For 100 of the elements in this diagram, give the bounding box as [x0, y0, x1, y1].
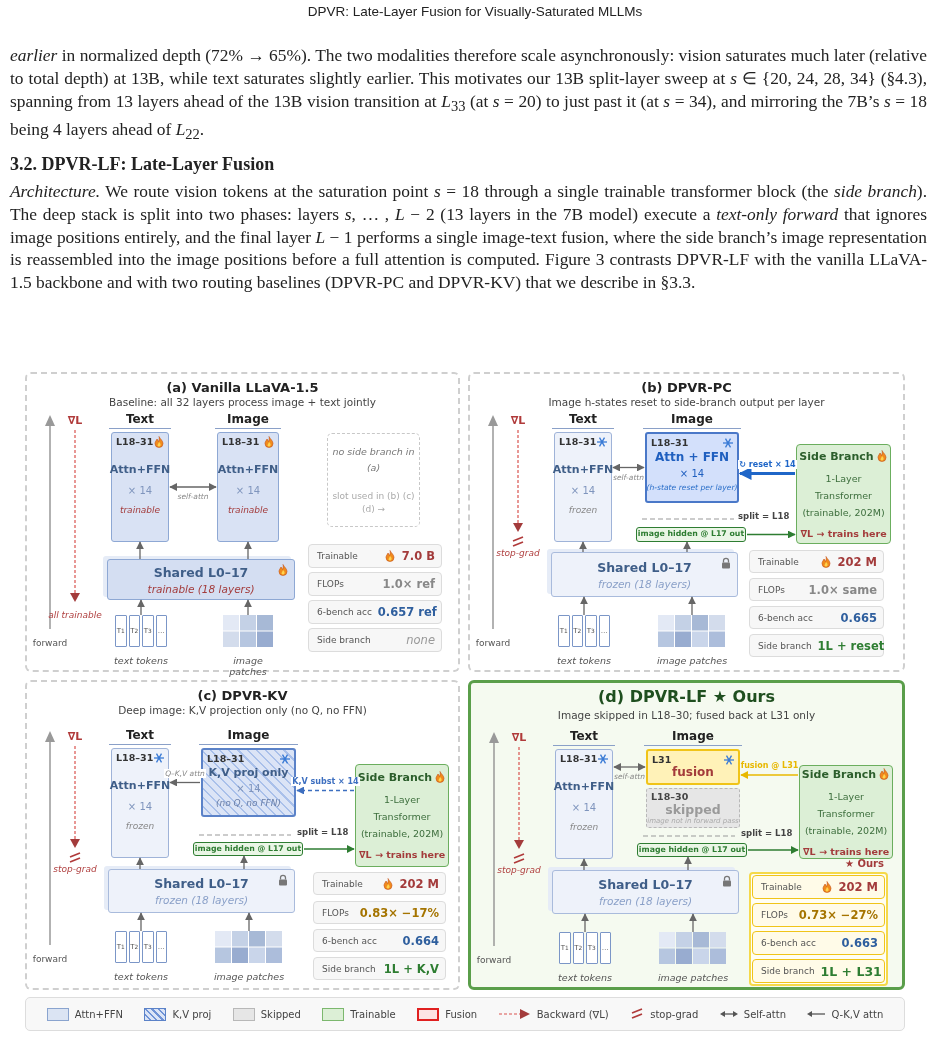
- side-branch-title: Side Branch: [357, 771, 433, 784]
- panel-subtitle: Image h-states reset to side-branch output per layer: [547, 396, 826, 408]
- image-patch-group: [656, 615, 728, 669]
- arrow: [689, 913, 697, 933]
- metric-row: [308, 600, 442, 624]
- panel-title: (b) DPVR-PC: [640, 380, 733, 395]
- metric-name: 6-bench acc: [761, 938, 816, 948]
- arrow: [136, 857, 144, 870]
- arrow: [244, 541, 252, 560]
- metric-value: 0.665: [840, 610, 877, 625]
- state-note: frozen (18 layers): [598, 895, 693, 907]
- block-name: K,V proj only: [208, 766, 289, 779]
- metric-row: [752, 959, 885, 983]
- metric-row: [752, 875, 885, 899]
- body-paragraph: earlier in normalized depth (72% → 65%). The two modalities therefore scale asynchronously: vision saturates much later (relative to total depth) at 13B, while text saturates slightly earlier. This motivates our 13B split-layer sweep at s ∈ {20, 24, 28, 34} (§4.3), spanning from 13 layers ahead of the 13B vision transition at L$_{33}$ (at s = 20) to just past it (at s = 34), and mirroring the 7B’s s = 18 being 4 layers ahead of L$_{22}$.: [10, 44, 927, 145]
- state-note: trainable: [119, 505, 161, 515]
- metric-row: [313, 901, 446, 924]
- side-branch-box: [796, 444, 891, 544]
- panel-title: (c) DPVR-KV: [196, 688, 289, 703]
- arrow: [688, 596, 696, 616]
- arrow: [169, 778, 201, 787]
- layer-range: L18–31: [116, 436, 154, 447]
- gradient-note: ∇L → trains here: [802, 845, 890, 857]
- repeat-count: × 14: [127, 801, 153, 812]
- block-name: Shared L0–17: [153, 564, 249, 580]
- repeat-count: × 14: [571, 802, 597, 813]
- arrow: [303, 845, 355, 853]
- block-name: Attn+FFN: [552, 463, 614, 476]
- metric-name: Side branch: [317, 635, 371, 645]
- edge-label: fusion @ L31: [738, 760, 801, 772]
- arrow: [137, 599, 145, 616]
- arrow: [684, 856, 692, 871]
- legend-label: Attn+FFN: [74, 1008, 123, 1020]
- arrow: [245, 912, 253, 932]
- metric-row: [752, 903, 885, 927]
- block-name: Attn + FFN: [654, 450, 730, 464]
- repeat-count: × 14: [236, 783, 261, 794]
- layer-range: L18–31: [560, 753, 598, 764]
- arrow: [746, 530, 796, 539]
- column-header: Text: [553, 729, 615, 746]
- highlight-group: [749, 858, 888, 986]
- metric-name: Side branch: [758, 640, 812, 651]
- arrow: [738, 467, 795, 480]
- layer-range: L18–31: [207, 753, 245, 764]
- metric-value: 1L + L31: [820, 963, 882, 979]
- panel-title: (a) Vanilla LLaVA-1.5: [165, 380, 320, 395]
- block-name: Shared L0–17: [598, 877, 693, 892]
- image-patch-group: [213, 931, 285, 985]
- column-header: Image: [644, 729, 742, 746]
- layer-range: L18–31: [559, 436, 597, 447]
- metric-value: 0.663: [841, 936, 878, 950]
- arrow: [747, 846, 799, 854]
- body-paragraph: Architecture. We route vision tokens at the saturation point s = 18 through a single trainable transformer block (the side branch). The deep stack is split into two phases: layers s, … , L − 2 (13 layers in the 7B model) execute a text-only forward that ignores image positions entirely, and the final layer L − 1 performs a single image-text fusion, where the side branch’s image representation is reassembled into the image positions before a full attention is computed. Figure 3 contrasts DPVR-LF with the vanilla LLaVA-1.5 backbone and with two routing baselines (DPVR-PC and DPVR-KV) that we describe in §3.3.: [10, 180, 927, 294]
- gradient-label: ∇L: [66, 414, 84, 427]
- axis-label: forward: [474, 638, 512, 648]
- image-patch-group: [657, 932, 729, 986]
- metric-name: 6-bench acc: [758, 612, 813, 623]
- layer-stack: [555, 729, 613, 859]
- arrow: [581, 913, 589, 933]
- block-name: skipped: [664, 802, 722, 817]
- arrow: [137, 912, 145, 932]
- arrow: [579, 541, 587, 553]
- side-branch-title: Side Branch: [801, 767, 877, 781]
- state-note: frozen (18 layers): [154, 894, 249, 906]
- gradient-note: stop-grad: [495, 548, 541, 558]
- layer-stack: [554, 412, 612, 542]
- arrow: [240, 855, 248, 870]
- state-note: frozen: [568, 505, 598, 515]
- block-name: Attn+FFN: [553, 780, 615, 793]
- metric-value: 202 M: [838, 880, 878, 894]
- arrow: [613, 763, 646, 771]
- empty-slot-box: [327, 433, 420, 527]
- state-note: frozen (18 layers): [597, 577, 692, 590]
- metric-value: 0.73× −27%: [798, 908, 878, 922]
- metric-value: 1.0× ref: [382, 577, 435, 591]
- arrow: [580, 858, 588, 871]
- metric-value: 202 M: [837, 554, 877, 569]
- metric-name: 6-bench acc: [322, 935, 377, 946]
- side-branch-desc: 1-Layer Transformer (trainable, 202M): [803, 789, 889, 838]
- metric-name: Side branch: [322, 963, 376, 974]
- metric-name: Trainable: [758, 556, 799, 567]
- edge-label: ↻ reset × 14: [737, 458, 798, 471]
- repeat-count: × 14: [679, 468, 705, 479]
- panel-subtitle: Baseline: all 32 layers process image + text jointly: [108, 396, 377, 408]
- layer-range: L18–31: [222, 436, 260, 447]
- slot-note: slot used in (b) (c) (d) →: [332, 490, 415, 516]
- legend-label: Skipped: [260, 1008, 301, 1020]
- gradient-note: ∇L → trains here: [358, 849, 446, 860]
- input-caption: text tokens: [556, 655, 612, 666]
- input-caption: image patches: [657, 972, 729, 983]
- panel-title: (d) DPVR-LF ★ Ours: [597, 687, 776, 706]
- metric-name: FLOPs: [317, 579, 344, 589]
- metric-row: [308, 572, 442, 596]
- arrow: [683, 541, 691, 553]
- metric-value: 202 M: [399, 876, 439, 891]
- arrow: [136, 541, 144, 560]
- axis-label: forward: [475, 955, 513, 965]
- state-note: trainable: [227, 505, 269, 515]
- skipped-layer: [646, 788, 740, 828]
- panel-subtitle: Deep image: K,V projection only (no Q, no FFN): [117, 704, 368, 716]
